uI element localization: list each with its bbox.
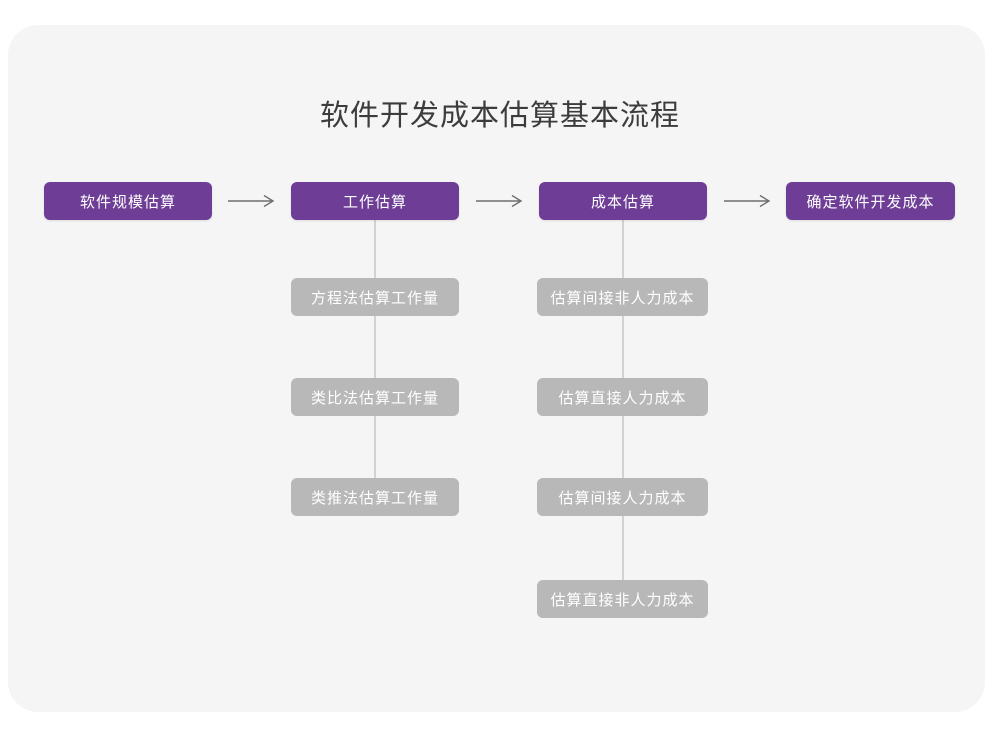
node-label: 成本估算 bbox=[590, 193, 655, 211]
node-branch1-item-3[interactable]: 类推法估算工作量 bbox=[291, 478, 459, 516]
node-label: 估算间接人力成本 bbox=[558, 489, 687, 507]
branch-connector-line-2 bbox=[622, 218, 624, 618]
diagram-card bbox=[8, 25, 985, 712]
node-branch2-item-3[interactable]: 估算间接人力成本 bbox=[537, 478, 708, 516]
arrow-right-icon-1 bbox=[228, 189, 280, 213]
node-main-step-1[interactable]: 软件规模估算 bbox=[44, 182, 212, 220]
node-label: 估算间接非人力成本 bbox=[550, 289, 695, 307]
node-label: 类比法估算工作量 bbox=[310, 389, 439, 407]
node-label: 工作估算 bbox=[342, 193, 407, 211]
node-branch2-item-4[interactable]: 估算直接非人力成本 bbox=[537, 580, 708, 618]
node-label: 方程法估算工作量 bbox=[310, 289, 439, 307]
node-label: 确定软件开发成本 bbox=[806, 193, 935, 211]
arrow-right-icon-2 bbox=[476, 189, 528, 213]
node-label: 估算直接人力成本 bbox=[558, 389, 687, 407]
page-title: 软件开发成本估算基本流程 bbox=[319, 100, 680, 132]
node-branch1-item-2[interactable]: 类比法估算工作量 bbox=[291, 378, 459, 416]
node-branch1-item-1[interactable]: 方程法估算工作量 bbox=[291, 278, 459, 316]
node-label: 类推法估算工作量 bbox=[310, 489, 439, 507]
node-main-step-3[interactable]: 成本估算 bbox=[539, 182, 707, 220]
node-branch2-item-1[interactable]: 估算间接非人力成本 bbox=[537, 278, 708, 316]
node-main-step-4[interactable]: 确定软件开发成本 bbox=[786, 182, 955, 220]
branch-connector-line-1 bbox=[374, 218, 376, 516]
node-label: 软件规模估算 bbox=[79, 193, 176, 211]
node-main-step-2[interactable]: 工作估算 bbox=[291, 182, 459, 220]
node-branch2-item-2[interactable]: 估算直接人力成本 bbox=[537, 378, 708, 416]
arrow-right-icon-3 bbox=[724, 189, 776, 213]
node-label: 估算直接非人力成本 bbox=[550, 591, 695, 609]
